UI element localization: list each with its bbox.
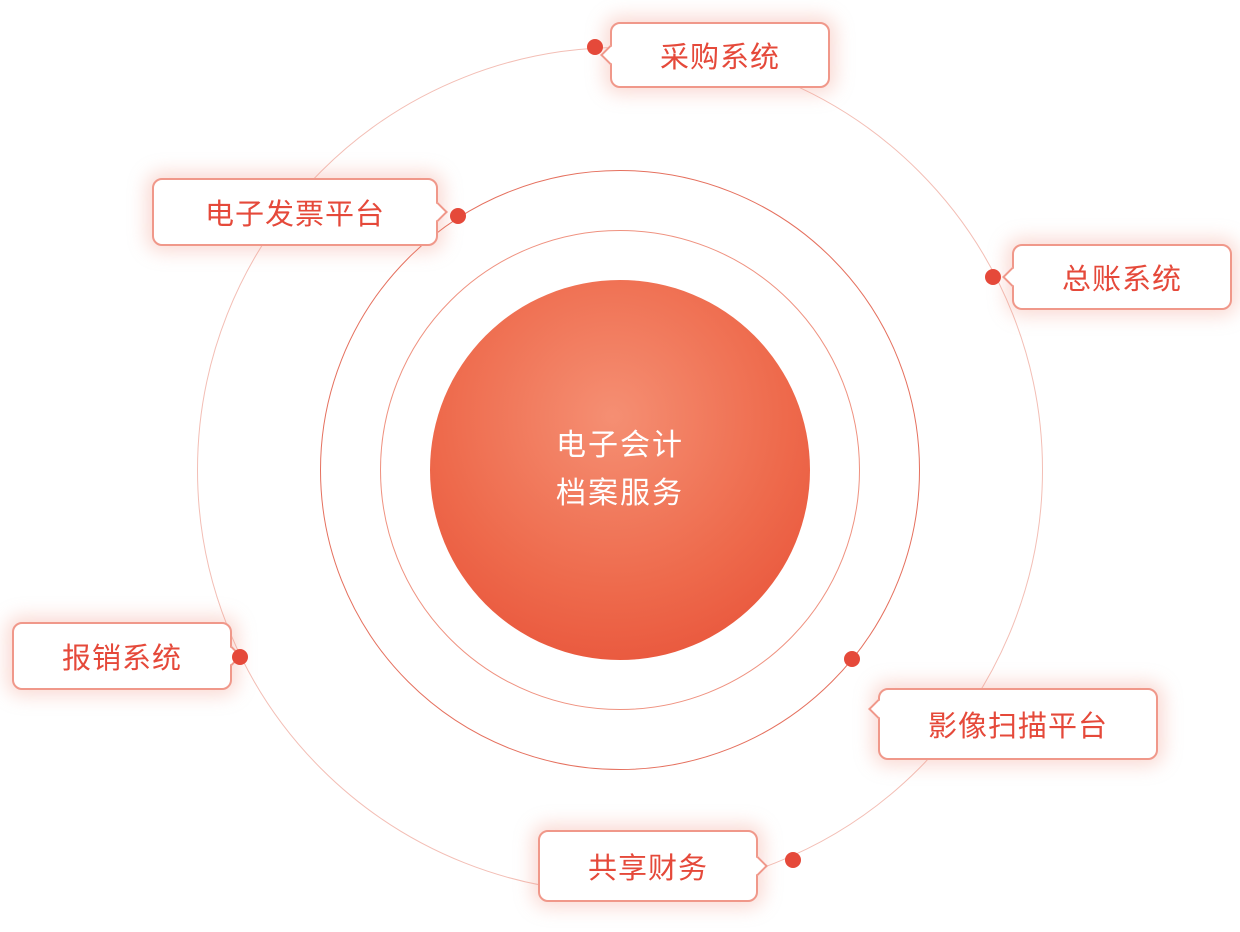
node-label-image-scanning: 影像扫描平台 xyxy=(868,688,1158,760)
label-pointer-icon xyxy=(600,45,620,65)
node-label-general-ledger: 总账系统 xyxy=(1002,244,1232,310)
node-label-text: 采购系统 xyxy=(659,42,780,74)
node-dot-shared-finance xyxy=(785,852,801,868)
node-dot-image-scanning xyxy=(844,651,860,667)
label-pointer-icon xyxy=(868,699,888,719)
node-dot-einvoice xyxy=(450,208,466,224)
label-pointer-icon xyxy=(748,856,768,876)
node-label-einvoice: 电子发票平台 xyxy=(152,178,448,246)
node-dot-procurement xyxy=(587,39,603,55)
center-title-line1: 电子会计 xyxy=(556,429,684,462)
center-circle: 电子会计 档案服务 xyxy=(430,280,810,660)
node-label-text: 报销系统 xyxy=(61,643,182,675)
node-dot-general-ledger xyxy=(985,269,1001,285)
center-title-line2: 档案服务 xyxy=(556,477,684,510)
node-label-reimbursement: 报销系统 xyxy=(12,622,242,690)
label-pointer-icon xyxy=(428,202,448,222)
node-label-procurement: 采购系统 xyxy=(600,22,830,88)
node-label-text: 电子发票平台 xyxy=(204,199,385,231)
node-label-text: 影像扫描平台 xyxy=(927,711,1108,743)
label-pointer-icon xyxy=(1002,267,1022,287)
node-label-text: 总账系统 xyxy=(1061,264,1182,296)
center-title: 电子会计 档案服务 xyxy=(556,422,684,518)
node-label-text: 共享财务 xyxy=(587,853,708,885)
node-dot-reimbursement xyxy=(232,649,248,665)
node-label-shared-finance: 共享财务 xyxy=(538,830,768,902)
